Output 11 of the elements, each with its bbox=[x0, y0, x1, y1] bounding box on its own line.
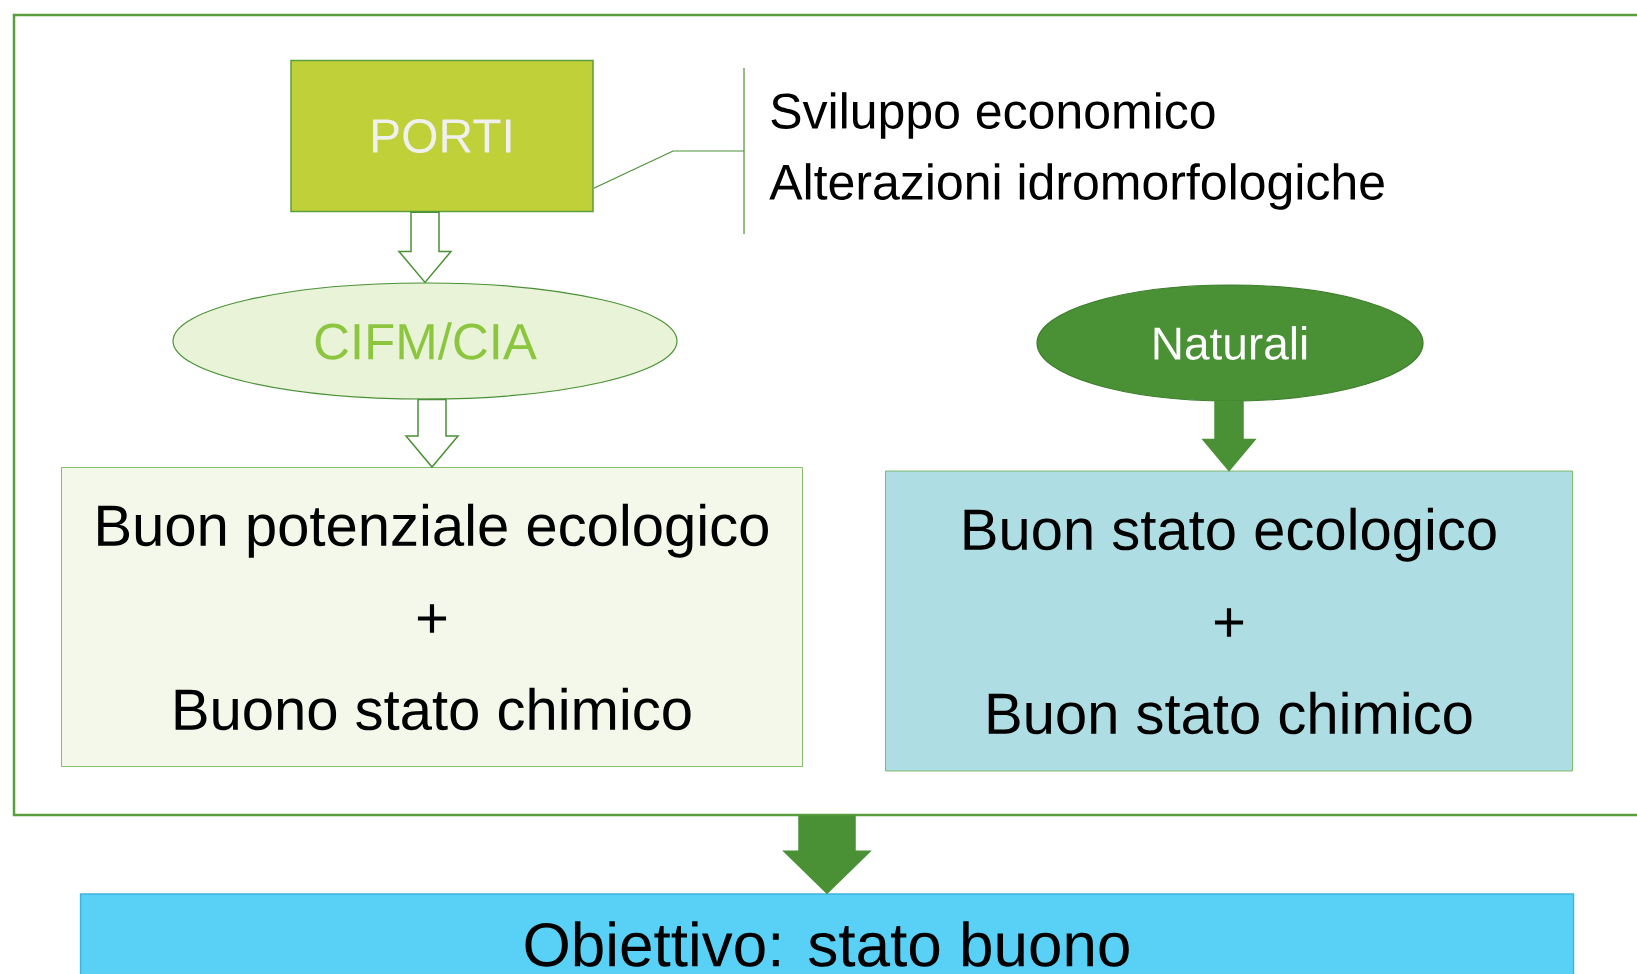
goal-box: Obiettivo: stato buono bbox=[79, 893, 1575, 974]
block-arrow bbox=[782, 815, 872, 895]
frame-box bbox=[12, 13, 1637, 817]
note-text: Sviluppo economico Alterazioni idromorfologiche bbox=[769, 92, 1384, 210]
block-arrow bbox=[397, 211, 453, 284]
leader-line bbox=[593, 150, 745, 189]
process-box: PORTI bbox=[290, 59, 594, 213]
objective-box: Buon potenziale ecologico + Buono stato chimico bbox=[61, 467, 803, 767]
block-arrow bbox=[404, 398, 460, 469]
objective-box: Buon stato ecologico + Buon stato chimico bbox=[885, 470, 1573, 772]
block-arrow bbox=[1201, 400, 1257, 472]
